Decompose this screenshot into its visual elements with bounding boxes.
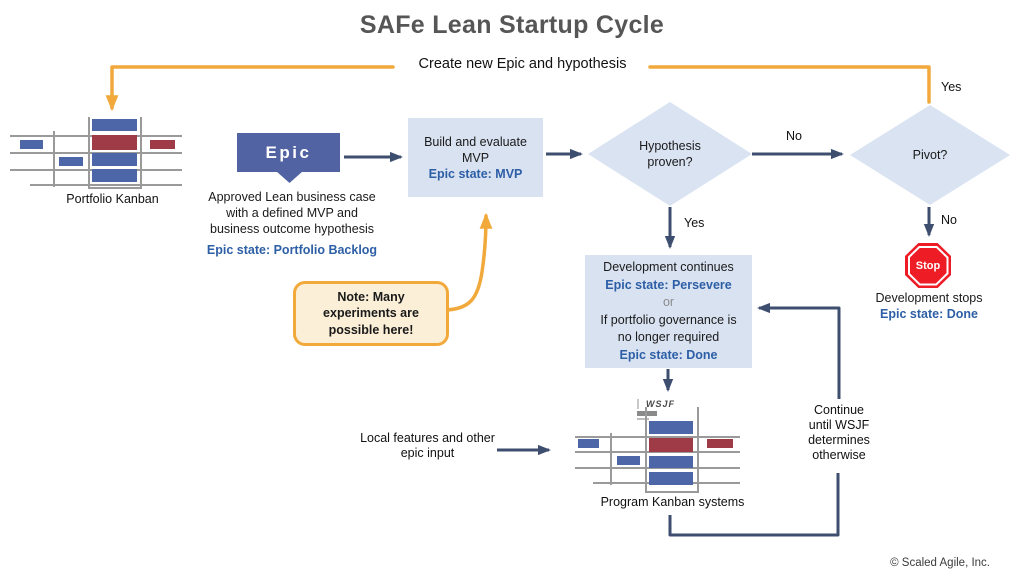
note-curved-arrow bbox=[441, 212, 493, 312]
epic-description-line: Approved Lean business case bbox=[208, 190, 376, 204]
development-box-or: or bbox=[662, 295, 675, 309]
create-new-epic-label: Create new Epic and hypothesis bbox=[418, 56, 627, 72]
development-stops-line: Development stops bbox=[875, 291, 983, 305]
continue-loop-upper bbox=[757, 302, 841, 399]
kanban-column-rail bbox=[140, 117, 142, 189]
epic-label: Epic bbox=[265, 142, 312, 162]
kanban-grid-line bbox=[575, 436, 740, 438]
kanban-grid-line bbox=[575, 451, 740, 453]
kanban-column-rail bbox=[88, 187, 142, 189]
note-line: Note: Many bbox=[337, 289, 405, 304]
kanban-column-rail bbox=[697, 407, 699, 492]
continue-line: otherwise bbox=[812, 448, 866, 462]
program-kanban-label: Program Kanban systems bbox=[600, 495, 745, 509]
pivot-yes-label: Yes bbox=[941, 80, 962, 94]
development-stops-caption: Development stops Epic state: Done bbox=[854, 290, 1004, 322]
local-features-label: Local features and other epic input bbox=[350, 431, 505, 461]
wsjf-label: WSJF bbox=[646, 399, 676, 409]
kanban-bar bbox=[20, 140, 43, 149]
hypothesis-proven-diamond: Hypothesis proven? bbox=[588, 102, 752, 206]
kanban-grid-line bbox=[575, 467, 740, 469]
continue-line: until WSJF bbox=[808, 418, 870, 432]
pivot-diamond-label: Pivot? bbox=[912, 148, 948, 162]
kanban-bar bbox=[578, 439, 599, 448]
kanban-grid-line bbox=[53, 131, 55, 187]
kanban-bar bbox=[649, 472, 693, 485]
epic-description: Approved Lean business case with a defin… bbox=[197, 189, 387, 258]
pivot-no-label: No bbox=[941, 213, 957, 227]
hypothesis-diamond-line: proven? bbox=[647, 155, 693, 169]
copyright-notice: © Scaled Agile, Inc. bbox=[890, 557, 990, 569]
epic-shape-pointer bbox=[276, 171, 303, 183]
kanban-bar bbox=[649, 438, 693, 452]
development-box-line: no longer required bbox=[617, 330, 720, 344]
kanban-bar bbox=[92, 169, 137, 182]
kanban-column-rail bbox=[645, 407, 647, 492]
epic-description-line: with a defined MVP and bbox=[226, 206, 358, 220]
page-title: SAFe Lean Startup Cycle bbox=[359, 11, 665, 39]
kanban-bar bbox=[92, 135, 137, 150]
kanban-bar bbox=[617, 456, 640, 465]
loop-arrow-to-portfolio-kanban bbox=[105, 65, 395, 112]
hypothesis-yes-label: Yes bbox=[684, 216, 705, 230]
kanban-bar bbox=[92, 153, 137, 166]
epic-state-persevere: Epic state: Persevere bbox=[605, 277, 732, 292]
continue-line: determines bbox=[808, 433, 870, 447]
epic-state-portfolio-backlog: Epic state: Portfolio Backlog bbox=[206, 243, 378, 257]
build-mvp-line: Build and evaluate bbox=[424, 134, 527, 149]
kanban-bar bbox=[649, 421, 693, 434]
continue-line: Continue bbox=[813, 403, 865, 417]
kanban-bar bbox=[649, 456, 693, 468]
epic-shape: Epic bbox=[237, 133, 340, 172]
wsjf-mini-bar bbox=[637, 411, 657, 416]
kanban-column-rail bbox=[645, 491, 699, 493]
build-mvp-box: Build and evaluate MVP Epic state: MVP bbox=[408, 118, 543, 197]
hypothesis-diamond-line: Hypothesis bbox=[639, 139, 701, 153]
portfolio-kanban-icon bbox=[10, 114, 182, 192]
development-box-line: Development continues bbox=[603, 260, 734, 274]
local-features-line: Local features and other bbox=[360, 431, 495, 445]
wsjf-tick bbox=[637, 399, 639, 409]
build-mvp-line: MVP bbox=[461, 150, 490, 165]
stop-sign-icon: Stop bbox=[905, 243, 951, 288]
kanban-grid-line bbox=[610, 433, 612, 485]
loop-line-from-pivot bbox=[648, 65, 931, 104]
note-line: experiments are bbox=[323, 306, 419, 321]
portfolio-kanban-label: Portfolio Kanban bbox=[66, 192, 159, 206]
program-kanban-icon bbox=[575, 403, 740, 493]
epic-state-done-dev: Epic state: Done bbox=[619, 347, 718, 362]
kanban-column-rail bbox=[88, 117, 90, 189]
development-box-line: If portfolio governance is bbox=[600, 312, 737, 327]
kanban-bar bbox=[707, 439, 733, 448]
epic-state-mvp: Epic state: MVP bbox=[428, 166, 523, 181]
local-features-line: epic input bbox=[400, 446, 455, 460]
note-callout: Note: Many experiments are possible here… bbox=[293, 281, 449, 346]
pivot-diamond: Pivot? bbox=[850, 105, 1010, 205]
stop-sign-face: Stop bbox=[909, 247, 947, 284]
kanban-bar bbox=[150, 140, 175, 149]
note-line: possible here! bbox=[328, 322, 414, 337]
stop-sign-label: Stop bbox=[915, 259, 941, 272]
epic-description-line: business outcome hypothesis bbox=[210, 222, 374, 236]
wsjf-mini-bar bbox=[637, 418, 649, 420]
epic-state-done-stop: Epic state: Done bbox=[880, 307, 978, 321]
kanban-grid-line bbox=[30, 184, 182, 186]
kanban-bar bbox=[59, 157, 83, 166]
development-continues-box: Development continues Epic state: Persev… bbox=[585, 255, 752, 368]
hypothesis-no-label: No bbox=[786, 129, 802, 143]
kanban-bar bbox=[92, 119, 137, 131]
continue-until-wsjf-label: Continue until WSJF determines otherwise bbox=[794, 403, 884, 463]
